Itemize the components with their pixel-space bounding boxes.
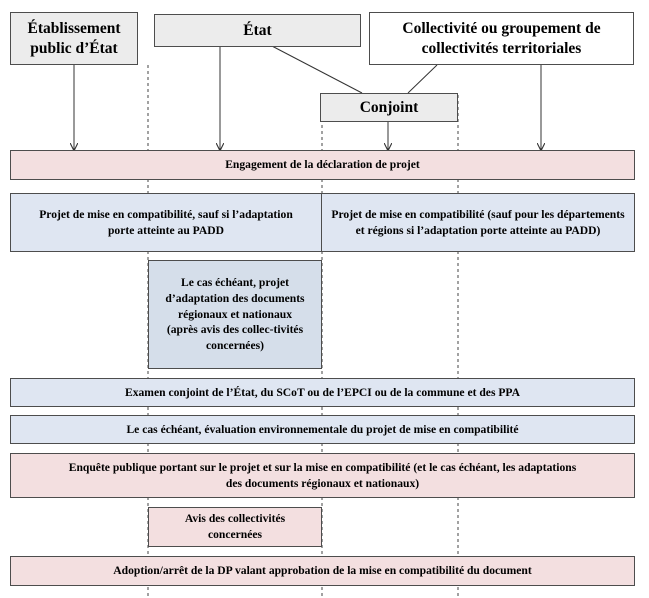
arrows: [74, 44, 541, 150]
step-mise-compat-collectivite-label: Projet de mise en compatibilité (sauf po…: [331, 207, 625, 237]
step-avis: Avis des collectivités concernées: [148, 507, 322, 547]
step-mise-compat-etat-label: Projet de mise en compatibilité, sauf si…: [39, 207, 293, 237]
step-avis-label: Avis des collectivités concernées: [184, 512, 286, 541]
actor-etablissement-label: Établissement public d’État: [27, 20, 121, 57]
step-enquete-label: Enquête publique portant sur le projet e…: [68, 460, 577, 490]
step-mise-compat-collectivite: Projet de mise en compatibilité (sauf po…: [321, 193, 635, 252]
actor-collectivite: Collectivité ou groupement de collectivi…: [369, 12, 634, 65]
actor-conjoint: Conjoint: [320, 93, 458, 122]
actor-etat-label: État: [243, 21, 272, 39]
step-adoption-label: Adoption/arrêt de la DP valant approbati…: [113, 564, 532, 578]
step-adaptation-docs: Le cas échéant, projet d’adaptation des …: [148, 260, 322, 369]
actor-conjoint-label: Conjoint: [359, 98, 419, 116]
actor-etat: État: [154, 14, 361, 47]
step-examen-conjoint-label: Examen conjoint de l’État, du SCoT ou de…: [124, 385, 521, 399]
actor-etablissement: Établissement public d’État: [10, 12, 138, 65]
step-enquete: Enquête publique portant sur le projet e…: [10, 453, 635, 498]
step-engagement: Engagement de la déclaration de projet: [10, 150, 635, 180]
step-evaluation-label: Le cas échéant, évaluation environnement…: [126, 422, 519, 436]
step-engagement-label: Engagement de la déclaration de projet: [225, 158, 420, 172]
actor-collectivite-label: Collectivité ou groupement de collectivi…: [402, 20, 601, 57]
step-examen-conjoint: Examen conjoint de l’État, du SCoT ou de…: [10, 378, 635, 407]
step-evaluation: Le cas échéant, évaluation environnement…: [10, 415, 635, 444]
step-adoption: Adoption/arrêt de la DP valant approbati…: [10, 556, 635, 586]
step-mise-compat-etat: Projet de mise en compatibilité, sauf si…: [10, 193, 322, 252]
step-adaptation-docs-label: Le cas échéant, projet d’adaptation des …: [165, 276, 305, 352]
